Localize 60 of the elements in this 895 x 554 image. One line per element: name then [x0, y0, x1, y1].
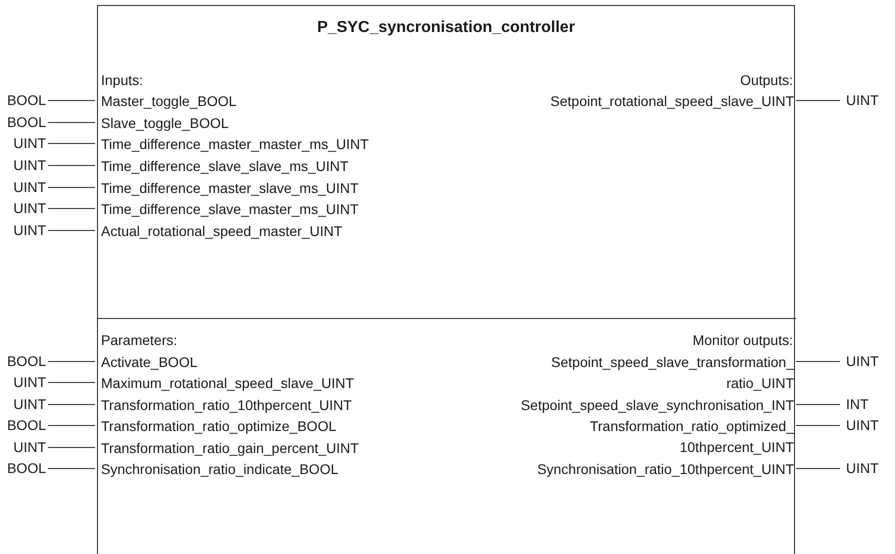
connector-line: [48, 143, 96, 144]
connector-line: [48, 382, 96, 383]
input-name: Transformation_ratio_gain_percent_UINT: [101, 438, 359, 458]
input-name: Synchronisation_ratio_indicate_BOOL: [101, 458, 338, 480]
data-type: BOOL: [7, 91, 46, 109]
output-name: Setpoint_rotational_speed_slave_UINT: [550, 90, 794, 112]
block-title: P_SYC_syncronisation_controller: [316, 19, 576, 37]
connector-line: [796, 404, 840, 405]
connector-line: [48, 425, 96, 426]
input-name: Time_difference_master_master_ms_UINT: [101, 134, 369, 154]
data-type: UINT: [846, 91, 879, 109]
data-type: BOOL: [7, 352, 46, 370]
data-type: UINT: [13, 395, 46, 413]
input-name: Actual_rotational_speed_master_UINT: [101, 220, 342, 242]
function-block: [97, 5, 795, 554]
connector-line: [48, 100, 96, 101]
input-name: Activate_BOOL: [101, 352, 198, 372]
section-heading: Outputs:: [740, 71, 793, 89]
input-name: Time_difference_master_slave_ms_UINT: [101, 178, 359, 198]
connector-line: [48, 165, 96, 166]
connector-line: [48, 361, 96, 362]
connector-line: [48, 208, 96, 209]
input-name: Transformation_ratio_optimize_BOOL: [101, 416, 336, 436]
connector-line: [48, 230, 96, 231]
connector-line: [48, 122, 96, 123]
data-type: UINT: [13, 156, 46, 174]
connector-line: [796, 425, 840, 426]
output-name: Transformation_ratio_optimized_ 10thpercent_UINT: [544, 416, 794, 458]
input-name: Master_toggle_BOOL: [101, 90, 236, 112]
data-type: BOOL: [7, 416, 46, 434]
data-type: UINT: [846, 416, 879, 434]
data-type: UINT: [846, 352, 879, 370]
data-type: UINT: [13, 373, 46, 391]
input-name: Time_difference_slave_slave_ms_UINT: [101, 156, 348, 176]
connector-line: [48, 468, 96, 469]
connector-line: [796, 468, 840, 469]
data-type: UINT: [846, 459, 879, 477]
section-heading: Parameters:: [101, 331, 178, 349]
connector-line: [48, 187, 96, 188]
data-type: BOOL: [7, 113, 46, 131]
data-type: BOOL: [7, 459, 46, 477]
data-type: UINT: [13, 178, 46, 196]
input-name: Time_difference_slave_master_ms_UINT: [101, 198, 359, 220]
data-type: UINT: [13, 134, 46, 152]
connector-line: [48, 404, 96, 405]
output-name: Setpoint_speed_slave_synchronisation_INT: [520, 394, 794, 416]
input-name: Slave_toggle_BOOL: [101, 112, 229, 134]
output-name: Setpoint_speed_slave_transformation_ ratio_UINT: [544, 352, 794, 394]
connector-line: [796, 361, 840, 362]
connector-line: [796, 100, 840, 101]
input-name: Transformation_ratio_10thpercent_UINT: [101, 394, 352, 416]
section-heading: Inputs:: [101, 71, 144, 89]
data-type: UINT: [13, 221, 46, 239]
section-heading: Monitor outputs:: [692, 331, 793, 349]
connector-line: [48, 447, 96, 448]
data-type: INT: [846, 395, 869, 413]
data-type: UINT: [13, 438, 46, 456]
input-name: Maximum_rotational_speed_slave_UINT: [101, 372, 354, 394]
data-type: UINT: [13, 199, 46, 217]
output-name: Synchronisation_ratio_10thpercent_UINT: [537, 458, 794, 480]
